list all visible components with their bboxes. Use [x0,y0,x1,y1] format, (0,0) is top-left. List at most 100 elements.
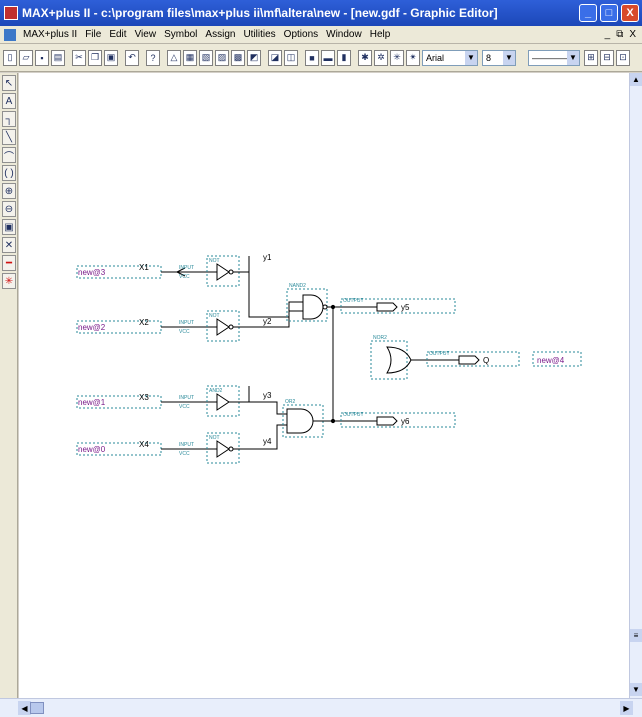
toolbar: ▯ ▱ ▪ ▤ ✂ ❐ ▣ ↶ ? △ ▦ ▧ ▨ ▩ ◩ ◪ ◫ ■ ▬ ▮ … [0,44,642,72]
menu-file[interactable]: File [85,29,102,40]
pin-type-label: INPUT [179,395,194,401]
rubberband-off-icon[interactable]: ✳ [2,273,16,289]
simulator-icon[interactable]: ◪ [268,49,282,66]
orthogonal-line-icon[interactable]: ┐ [2,111,16,127]
gate-type-label: NOT [209,313,220,319]
minimize-button[interactable]: _ [579,4,597,22]
output-net-label: Q [483,356,489,365]
context-help-icon[interactable]: ? [146,49,160,66]
chevron-down-icon: ▼ [567,50,579,65]
grid-show-icon[interactable]: ⊡ [616,49,630,66]
menu-window[interactable]: Window [326,29,362,40]
menu-maxplus[interactable]: MAX+plus II [23,29,78,40]
menu-help[interactable]: Help [369,29,391,40]
schematic-canvas[interactable]: new@3 new@2 new@1 new@0 new@4 X1 X2 X3 X… [19,73,629,698]
wire-label: y4 [263,437,272,446]
grid-snap-icon[interactable]: ⊟ [600,49,614,66]
rubberbanding-icon[interactable]: ⊞ [584,49,598,66]
timing-analyzer-icon[interactable]: ◫ [284,49,298,66]
pin-type-label: OUTPUT [429,351,450,357]
arc-tool-icon[interactable]: ⌒ [2,147,16,163]
document-icon[interactable] [4,28,16,41]
select-pointer-icon[interactable]: ↖ [2,75,16,91]
programmer-icon[interactable]: ■ [305,49,319,66]
hierarchy-icon[interactable]: △ [167,49,181,66]
app-icon [4,6,18,20]
copy-icon[interactable]: ❐ [88,49,102,66]
open-file-icon[interactable]: ▱ [19,49,33,66]
scroll-down-icon[interactable]: ▼ [630,683,642,696]
scroll-right-icon[interactable]: ▶ [620,701,633,715]
menu-view[interactable]: View [134,29,157,40]
font-select-value: Arial [426,52,445,63]
mdi-minimize-button[interactable]: _ [604,29,611,40]
fit-window-icon[interactable]: ▣ [2,219,16,235]
vertical-scrollbar[interactable]: ▲ ≡ ▼ [629,73,642,698]
text-size-icon[interactable]: ✲ [374,49,388,66]
compiler-icon[interactable]: ◩ [247,49,261,66]
save-check-icon[interactable]: ▧ [199,49,213,66]
project-save-icon[interactable]: ▬ [321,49,335,66]
scroll-left-icon[interactable]: ◀ [18,701,31,715]
zoom-out-icon[interactable]: ⊖ [2,201,16,217]
diagonal-line-icon[interactable]: ╲ [2,129,16,145]
close-button[interactable]: X [621,4,639,22]
scroll-thumb[interactable] [30,702,44,714]
font-tool-icon[interactable]: ✱ [358,49,372,66]
color-tool-icon[interactable]: ✴ [406,49,420,66]
vcc-label: VCC [179,329,190,335]
wire-label: y2 [263,317,272,326]
mdi-controls: _ ⧉ X [605,29,642,40]
text-tool-icon[interactable]: A [2,93,16,109]
menu-symbol[interactable]: Symbol [164,29,198,40]
input-pin-name: new@2 [78,323,106,332]
menu-utilities[interactable]: Utilities [243,29,276,40]
paste-icon[interactable]: ▣ [104,49,118,66]
new-file-icon[interactable]: ▯ [3,49,17,66]
pin-type-label: OUTPUT [343,412,364,418]
chevron-down-icon: ▼ [503,50,515,65]
menu-bar: MAX+plus II File Edit View Symbol Assign… [0,26,642,44]
undo-icon[interactable]: ↶ [125,49,139,66]
horizontal-scrollbar[interactable]: ◀ ▶ [0,698,642,717]
input-net-label: X3 [139,393,149,402]
scroll-thumb[interactable]: ≡ [630,629,642,642]
connect-dots-icon[interactable]: ✕ [2,237,16,253]
menu-edit[interactable]: Edit [109,29,127,40]
wire-label: y1 [263,253,272,262]
gate-type-label: NOT [209,258,220,264]
input-net-label: X2 [139,318,149,327]
mdi-close-button[interactable]: X [629,29,636,40]
scroll-up-icon[interactable]: ▲ [630,73,642,86]
zoom-in-icon[interactable]: ⊕ [2,183,16,199]
line-tool-icon[interactable]: ✳ [390,49,404,66]
output-net-label: y6 [401,417,410,426]
project-set-icon[interactable]: ▮ [337,49,351,66]
floorplan-icon[interactable]: ▦ [183,49,197,66]
input-pin-4[interactable] [76,442,177,456]
cut-icon[interactable]: ✂ [72,49,86,66]
rubberband-on-icon[interactable]: ━ [2,255,16,271]
pin-type-label: OUTPUT [343,298,364,304]
pin-type-label: INPUT [179,442,194,448]
print-icon[interactable]: ▤ [51,49,65,66]
vcc-label: VCC [179,274,190,280]
gate-type-label: NAND2 [289,283,306,289]
input-pin-name: new@1 [78,398,106,407]
menu-assign[interactable]: Assign [205,29,236,40]
input-net-label: X1 [139,263,149,272]
save-icon[interactable]: ▪ [35,49,49,66]
mdi-restore-button[interactable]: ⧉ [616,29,624,40]
input-pin-3[interactable] [76,395,177,409]
maximize-button[interactable]: □ [600,4,618,22]
save-compile-icon[interactable]: ▨ [215,49,229,66]
output-pin-name: new@4 [537,356,565,365]
input-pin-2[interactable] [76,320,177,334]
save-simulate-icon[interactable]: ▩ [231,49,245,66]
font-size-select[interactable]: 8 ▼ [482,49,516,66]
font-select[interactable]: Arial ▼ [422,49,478,66]
menu-options[interactable]: Options [283,29,319,40]
gate-type-label: NOT [209,435,220,441]
line-style-select[interactable]: ———— ▼ [528,49,580,66]
circle-tool-icon[interactable]: ( ) [2,165,16,181]
